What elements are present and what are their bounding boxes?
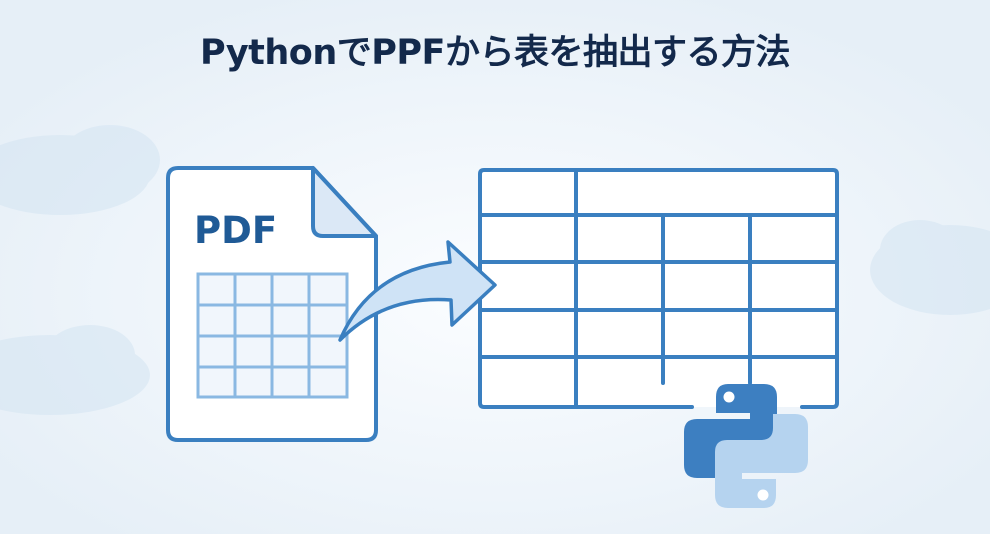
python-eye-top: [723, 391, 735, 403]
folded-corner: [311, 166, 378, 238]
table-icon: [478, 168, 839, 409]
python-logo-icon: [684, 384, 808, 508]
python-eye-bottom: [757, 489, 769, 501]
arrow-icon: [338, 240, 497, 342]
pdf-label: PDF: [194, 209, 277, 252]
pdf-mini-table: [196, 272, 349, 399]
pdf-document-icon: [166, 166, 378, 442]
page-title: PythonでPPFから表を抽出する方法: [200, 33, 790, 73]
background-clouds: [0, 125, 990, 415]
